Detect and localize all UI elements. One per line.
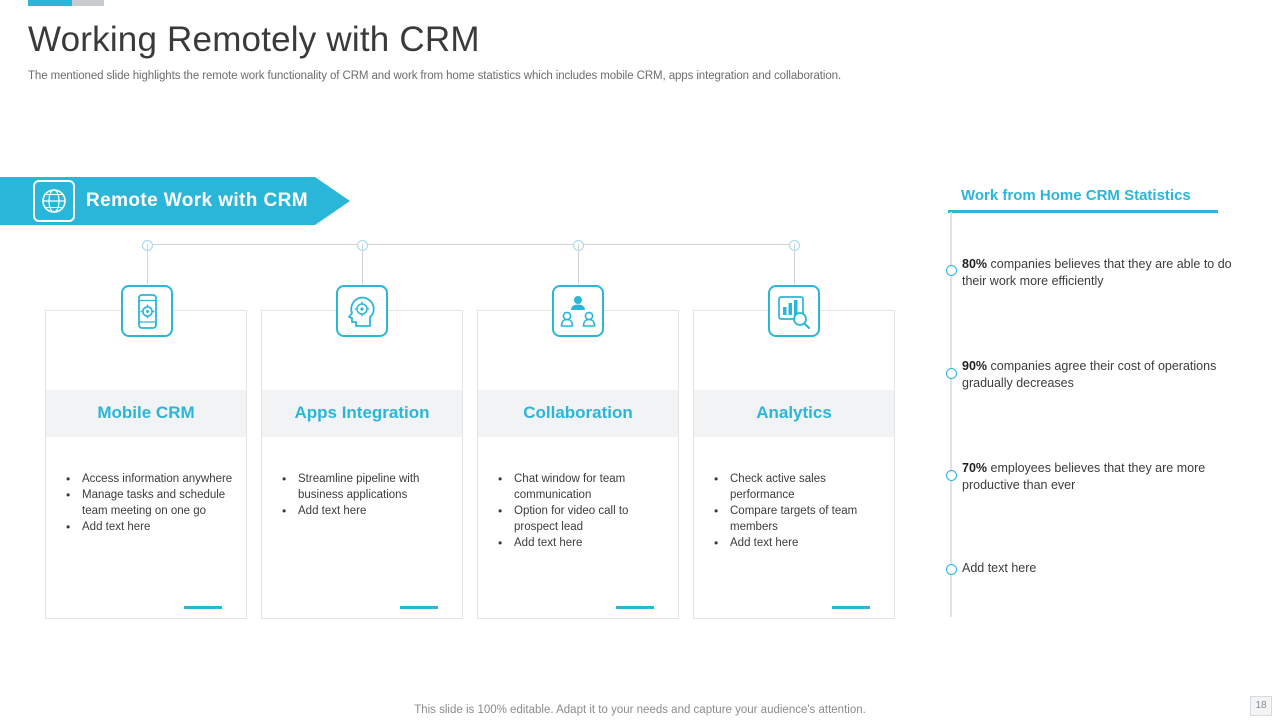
card-bullet-list: Streamline pipeline with business applic… bbox=[278, 471, 454, 519]
page-subtitle: The mentioned slide highlights the remot… bbox=[28, 70, 842, 82]
stat-bullet bbox=[946, 265, 957, 276]
top-accent-bar-secondary bbox=[72, 0, 104, 6]
list-item: Check active sales performance bbox=[710, 471, 886, 503]
banner-arrow bbox=[315, 177, 350, 225]
card-underline bbox=[832, 606, 870, 609]
team-collaboration-icon bbox=[552, 285, 604, 337]
list-item: Add text here bbox=[62, 519, 238, 535]
stat-item: 70% employees believes that they are mor… bbox=[962, 460, 1232, 494]
card-header-band bbox=[478, 390, 678, 437]
card-title: Collaboration bbox=[523, 403, 633, 422]
connector-stub bbox=[578, 244, 579, 284]
card-underline bbox=[184, 606, 222, 609]
page-title: Working Remotely with CRM bbox=[28, 20, 480, 59]
connector-stub bbox=[147, 244, 148, 284]
card-title: Mobile CRM bbox=[97, 403, 195, 422]
card-header-band bbox=[46, 390, 246, 437]
stat-bullet bbox=[946, 470, 957, 481]
stat-value: 70% bbox=[962, 461, 988, 475]
card-analytics[interactable]: Analytics Check active sales performance… bbox=[693, 310, 895, 619]
chart-magnifier-icon bbox=[768, 285, 820, 337]
stat-item: 90% companies agree their cost of operat… bbox=[962, 358, 1232, 392]
card-header-band bbox=[694, 390, 894, 437]
card-underline bbox=[400, 606, 438, 609]
stat-bullet bbox=[946, 368, 957, 379]
card-title: Apps Integration bbox=[294, 403, 430, 422]
connector-stub bbox=[362, 244, 363, 284]
head-gear-idea-icon bbox=[336, 285, 388, 337]
stat-text: companies believes that they are able to… bbox=[962, 257, 1232, 288]
list-item: Option for video call to prospect lead bbox=[494, 503, 670, 535]
card-bullet-list: Check active sales performance Compare t… bbox=[710, 471, 886, 551]
list-item: Manage tasks and schedule team meeting o… bbox=[62, 487, 238, 519]
connector-stub bbox=[794, 244, 795, 284]
list-item: Add text here bbox=[494, 535, 670, 551]
footer-note: This slide is 100% editable. Adapt it to… bbox=[414, 704, 866, 716]
card-bullet-list: Access information anywhere Manage tasks… bbox=[62, 471, 238, 535]
card-header-band bbox=[262, 390, 462, 437]
list-item: Compare targets of team members bbox=[710, 503, 886, 535]
stat-text: Add text here bbox=[962, 561, 1037, 575]
stats-title-rule bbox=[948, 210, 1218, 213]
card-collaboration[interactable]: Collaboration Chat window for team commu… bbox=[477, 310, 679, 619]
timeline-connector bbox=[147, 244, 794, 245]
stat-text: companies agree their cost of operations… bbox=[962, 359, 1217, 390]
card-underline bbox=[616, 606, 654, 609]
list-item: Chat window for team communication bbox=[494, 471, 670, 503]
globe-network-icon bbox=[33, 180, 75, 222]
stat-item: 80% companies believes that they are abl… bbox=[962, 256, 1232, 290]
stat-text: employees believes that they are more pr… bbox=[962, 461, 1206, 492]
list-item: Add text here bbox=[710, 535, 886, 551]
list-item: Access information anywhere bbox=[62, 471, 238, 487]
page-number: 18 bbox=[1250, 696, 1272, 716]
stat-item-placeholder[interactable]: Add text here bbox=[962, 560, 1232, 577]
top-accent-bar-primary bbox=[28, 0, 72, 6]
stat-value: 90% bbox=[962, 359, 988, 373]
card-apps-integration[interactable]: Apps Integration Streamline pipeline wit… bbox=[261, 310, 463, 619]
mobile-phone-gear-icon bbox=[121, 285, 173, 337]
stats-vertical-rule bbox=[950, 212, 952, 617]
stat-value: 80% bbox=[962, 257, 988, 271]
card-title: Analytics bbox=[756, 403, 832, 422]
stat-bullet bbox=[946, 564, 957, 575]
list-item: Add text here bbox=[278, 503, 454, 519]
list-item: Streamline pipeline with business applic… bbox=[278, 471, 454, 503]
card-bullet-list: Chat window for team communication Optio… bbox=[494, 471, 670, 551]
card-mobile-crm[interactable]: Mobile CRM Access information anywhere M… bbox=[45, 310, 247, 619]
stats-panel-title: Work from Home CRM Statistics bbox=[961, 187, 1191, 204]
banner-label: Remote Work with CRM bbox=[86, 190, 308, 211]
